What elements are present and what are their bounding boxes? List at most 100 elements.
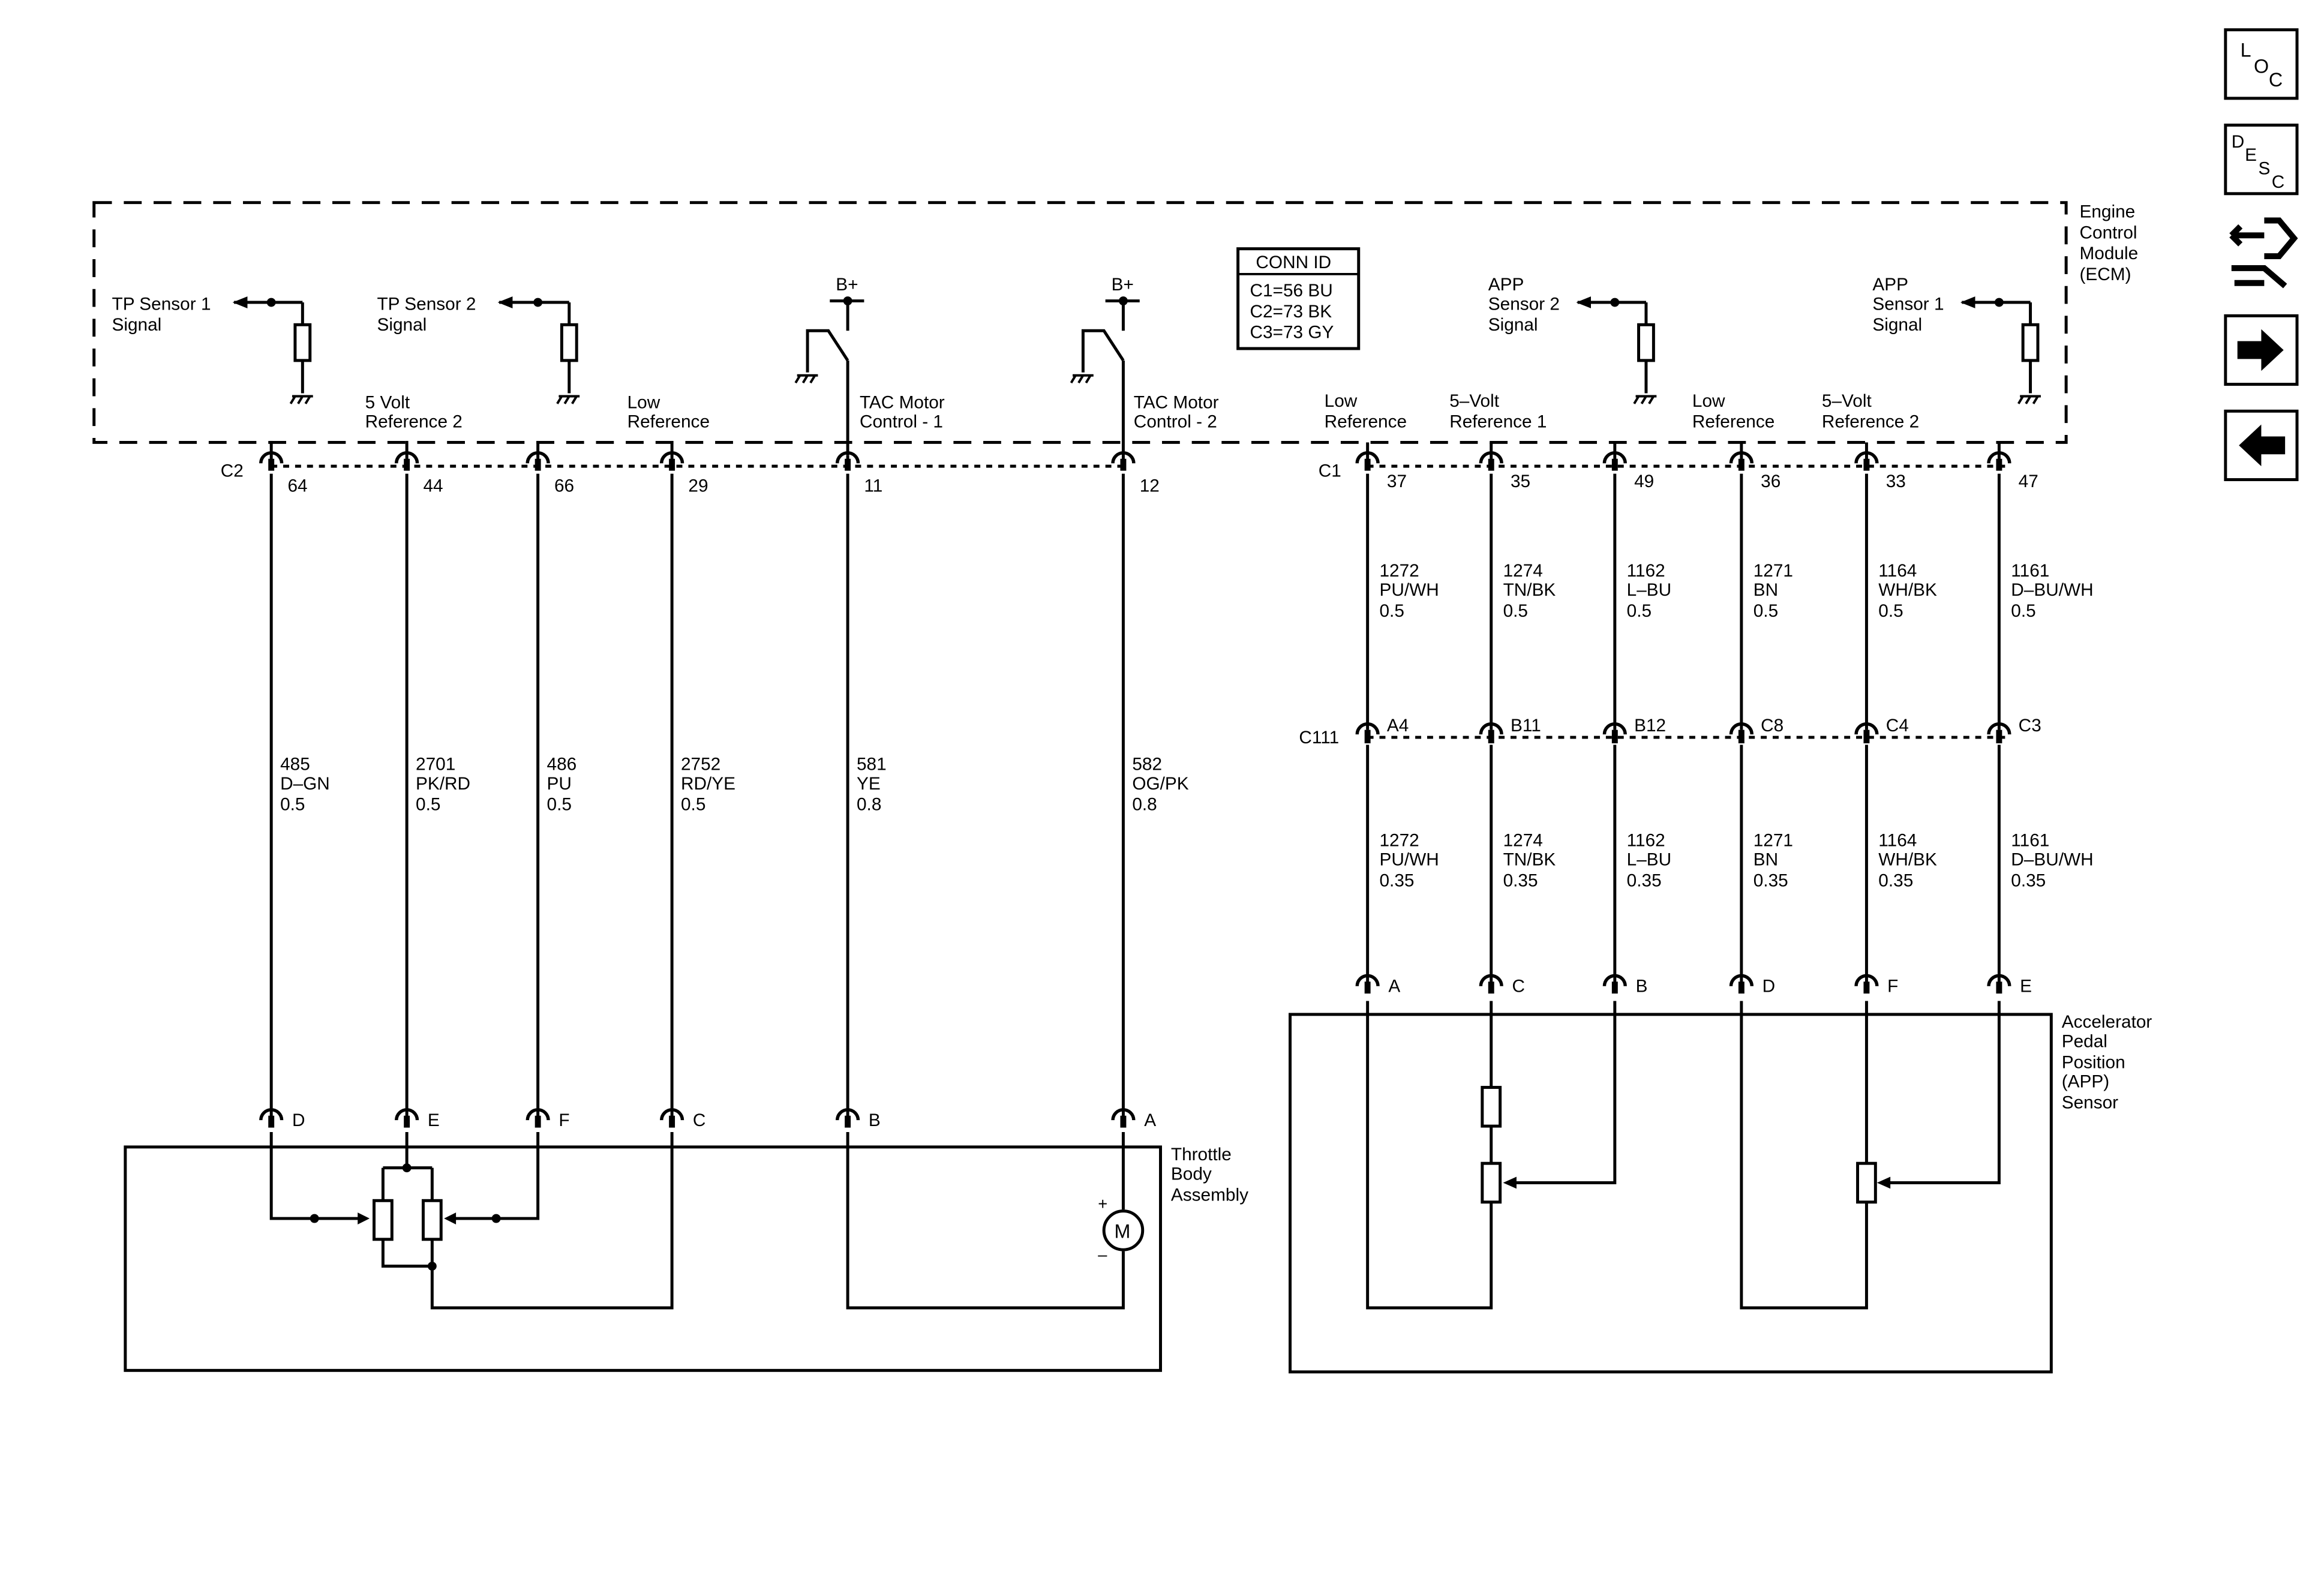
svg-text:Sensor 2: Sensor 2 [1488,294,1560,314]
wire-circuit: 1161 [2011,561,2049,581]
svg-text:C: C [2269,69,2283,91]
c2-pin [526,451,550,471]
svg-text:Reference: Reference [1325,412,1407,432]
svg-text:Low: Low [1692,391,1725,411]
c111-pin [1602,722,1627,743]
wire-gauge: 0.5 [547,795,572,815]
svg-text:C1=56 BU: C1=56 BU [1250,281,1332,301]
app-sensor-box [1289,1013,2053,1374]
app-pin [1987,974,2011,994]
wire-gauge: 0.5 [1878,601,1903,621]
wire-circuit: 1162 [1627,561,1665,581]
wire-gauge: 0.35 [1878,870,1913,890]
app-pin [1479,974,1503,994]
svg-text:Sensor 1: Sensor 1 [1872,294,1944,314]
throttle-pin [1111,1108,1136,1128]
wire-color: TN/BK [1503,580,1556,600]
svg-text:Signal: Signal [377,315,427,335]
app-pin [1355,974,1380,994]
svg-text:Throttle: Throttle [1171,1145,1232,1164]
c111-pin [1729,722,1753,743]
wire-color: BN [1753,580,1778,600]
nav-back-button[interactable] [2224,409,2299,481]
wire-gauge: 0.5 [1380,601,1404,621]
wire-color: D–BU/WH [2011,850,2093,870]
wire-gauge: 0.5 [1627,601,1652,621]
c2-pin [835,451,860,471]
c1-pin [1729,451,1753,471]
c2-pin [1111,451,1136,471]
wire-color: OG/PK [1132,774,1188,794]
nav-next-button[interactable] [2224,314,2299,386]
throttle-pin [659,1108,684,1128]
c2-pin-number: 29 [688,476,708,496]
ecm-inner-labels: TP Sensor 1 Signal 5 Volt Reference 2 TP… [112,275,1944,431]
c2-connector-label: C2 [221,461,244,481]
nav-connector-tool-button[interactable] [2229,217,2298,289]
wire-circuit: 1274 [1503,561,1543,581]
c2-pin-number: 64 [288,476,308,496]
svg-text:Signal: Signal [1488,315,1538,335]
c1-pin [1479,451,1503,471]
ecm-junction-dots [266,296,2004,307]
wire-color: PU [547,774,572,794]
motor-minus: – [1098,1245,1107,1264]
wire-labels: 64D485D–GN0.544E2701PK/RD0.566F486PU0.52… [280,472,2094,1130]
throttle-pin [259,1108,284,1128]
c111-pin-id: C4 [1886,716,1909,736]
svg-text:Body: Body [1171,1164,1212,1184]
wire-circuit: 1271 [1753,561,1793,581]
svg-text:5–Volt: 5–Volt [1449,391,1500,411]
wire-circuit: 1161 [2011,830,2049,850]
svg-text:Reference 2: Reference 2 [365,412,463,432]
wires [269,360,2001,1121]
throttle-pin-letter: B [869,1110,881,1130]
nav-desc-button[interactable]: D E S C [2224,124,2299,196]
svg-text:Signal: Signal [112,315,162,335]
wire-gauge: 0.8 [1132,795,1157,815]
svg-text:Module: Module [2080,244,2139,263]
wire-circuit: 485 [280,755,310,775]
c111-pin-id: B11 [1511,716,1541,736]
wire-circuit: 582 [1132,755,1162,775]
wire-gauge: 0.5 [2011,601,2035,621]
c111-pin-id: A4 [1387,716,1409,736]
svg-text:L: L [2241,39,2251,61]
svg-text:Control - 2: Control - 2 [1134,412,1217,432]
throttle-pin [835,1108,860,1128]
wire-color: WH/BK [1878,850,1937,870]
svg-text:Reference: Reference [1692,412,1774,432]
wire-color: L–BU [1627,850,1672,870]
nav-loc-button[interactable]: L O C [2224,28,2299,100]
c111-connector-label: C111 [1299,728,1339,748]
c2-pin [395,451,419,471]
wire-gauge: 0.5 [681,795,705,815]
app-pin [1854,974,1879,994]
wire-circuit: 1272 [1380,561,1419,581]
wire-circuit: 1164 [1878,830,1917,850]
wire-color: WH/BK [1878,580,1937,600]
app-pin-letter: D [1762,977,1776,996]
c2-pin [659,451,684,471]
ground-symbols [289,374,2041,404]
throttle-body-label: Throttle Body Assembly [1171,1145,1248,1205]
c1-pin [1355,451,1380,471]
wire-circuit: 2701 [416,755,455,775]
throttle-pin [395,1108,419,1128]
wire-color: PU/WH [1380,580,1439,600]
wire-circuit: 486 [547,755,577,775]
wire-gauge: 0.5 [1503,601,1528,621]
wire-color: D–BU/WH [2011,580,2093,600]
c111-pin [1479,722,1503,743]
svg-text:5 Volt: 5 Volt [365,392,410,412]
wire-circuit: 581 [857,755,887,775]
svg-text:D: D [2232,132,2245,152]
c1-pin-number: 36 [1761,472,1780,491]
svg-text:O: O [2254,56,2269,77]
svg-text:Position: Position [2062,1052,2125,1072]
c111-pin-id: C8 [1761,716,1783,736]
c111-pin-id: B12 [1634,716,1666,736]
app-pin [1729,974,1753,994]
svg-text:Control - 1: Control - 1 [860,412,943,432]
